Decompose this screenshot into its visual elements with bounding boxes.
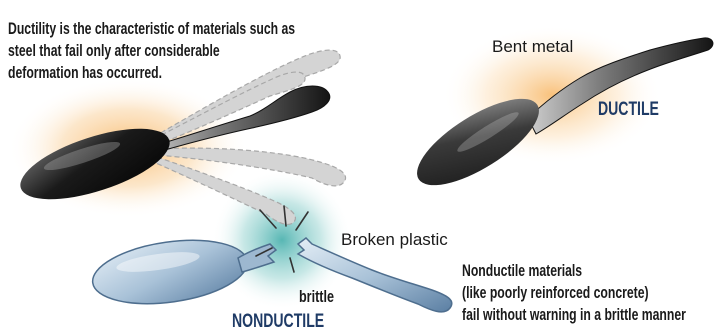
bent-metal-label: Bent metal xyxy=(492,37,573,57)
nonductile-description: Nonductile materials (like poorly reinfo… xyxy=(462,260,686,326)
nonductile-line: fail without warning in a brittle manner xyxy=(462,304,686,326)
description-line: deformation has occurred. xyxy=(8,62,295,84)
nonductile-line: Nonductile materials xyxy=(462,260,686,282)
description-line: steel that fail only after considerable xyxy=(8,40,295,62)
nonductile-tag: NONDUCTILE xyxy=(232,311,324,331)
broken-plastic-label: Broken plastic xyxy=(341,230,448,250)
ductile-tag: DUCTILE xyxy=(598,99,659,121)
description-line: Ductility is the characteristic of mater… xyxy=(8,18,295,40)
ductility-description: Ductility is the characteristic of mater… xyxy=(8,18,295,84)
brittle-label: brittle xyxy=(299,287,334,307)
nonductile-line: (like poorly reinforced concrete) xyxy=(462,282,686,304)
